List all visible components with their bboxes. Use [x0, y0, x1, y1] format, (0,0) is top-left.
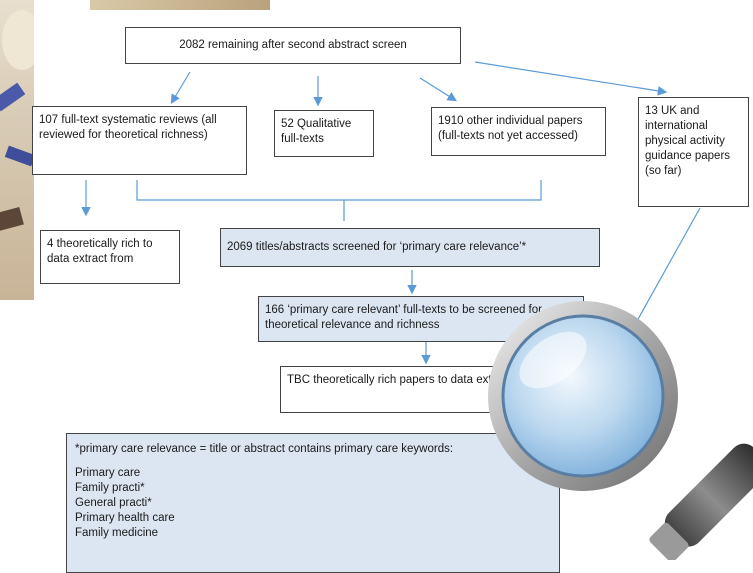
node-systematic-reviews: 107 full-text systematic reviews (all re…	[32, 106, 247, 175]
background-photo-top-strip	[90, 0, 270, 10]
arrow-top-to-other-papers	[419, 77, 458, 102]
node-rich-extract: 4 theoretically rich to data extract fro…	[40, 230, 180, 284]
keyword-item: Primary care	[75, 467, 141, 479]
merge-bracket	[136, 180, 542, 201]
keywords-heading: *primary care relevance = title or abstr…	[75, 443, 454, 455]
node-remaining-after-screen: 2082 remaining after second abstract scr…	[125, 27, 461, 64]
keyword-item: General practi*	[75, 497, 152, 509]
node-other-papers: 1910 other individual papers (full-texts…	[431, 107, 606, 156]
background-photo	[0, 0, 34, 300]
keyword-item: Primary health care	[75, 512, 175, 524]
arrow-guidance-to-tbc	[601, 207, 701, 385]
node-tbc-rich-papers: TBC theoretically rich papers to data ex…	[280, 366, 590, 413]
arrow-top-to-guidance	[474, 61, 668, 96]
keywords-box: *primary care relevance = title or abstr…	[66, 433, 560, 573]
keyword-item: Family medicine	[75, 527, 159, 539]
node-primary-care-relevant: 166 ‘primary care relevant’ full-texts t…	[258, 296, 584, 342]
node-guidance-papers: 13 UK and international physical activit…	[638, 97, 749, 207]
node-titles-screened: 2069 titles/abstracts screened for ‘prim…	[220, 228, 600, 267]
keyword-item: Family practi*	[75, 482, 145, 494]
node-qualitative-fulltexts: 52 Qualitative full-texts	[274, 110, 374, 157]
arrow-top-to-systematic-reviews	[170, 71, 191, 105]
